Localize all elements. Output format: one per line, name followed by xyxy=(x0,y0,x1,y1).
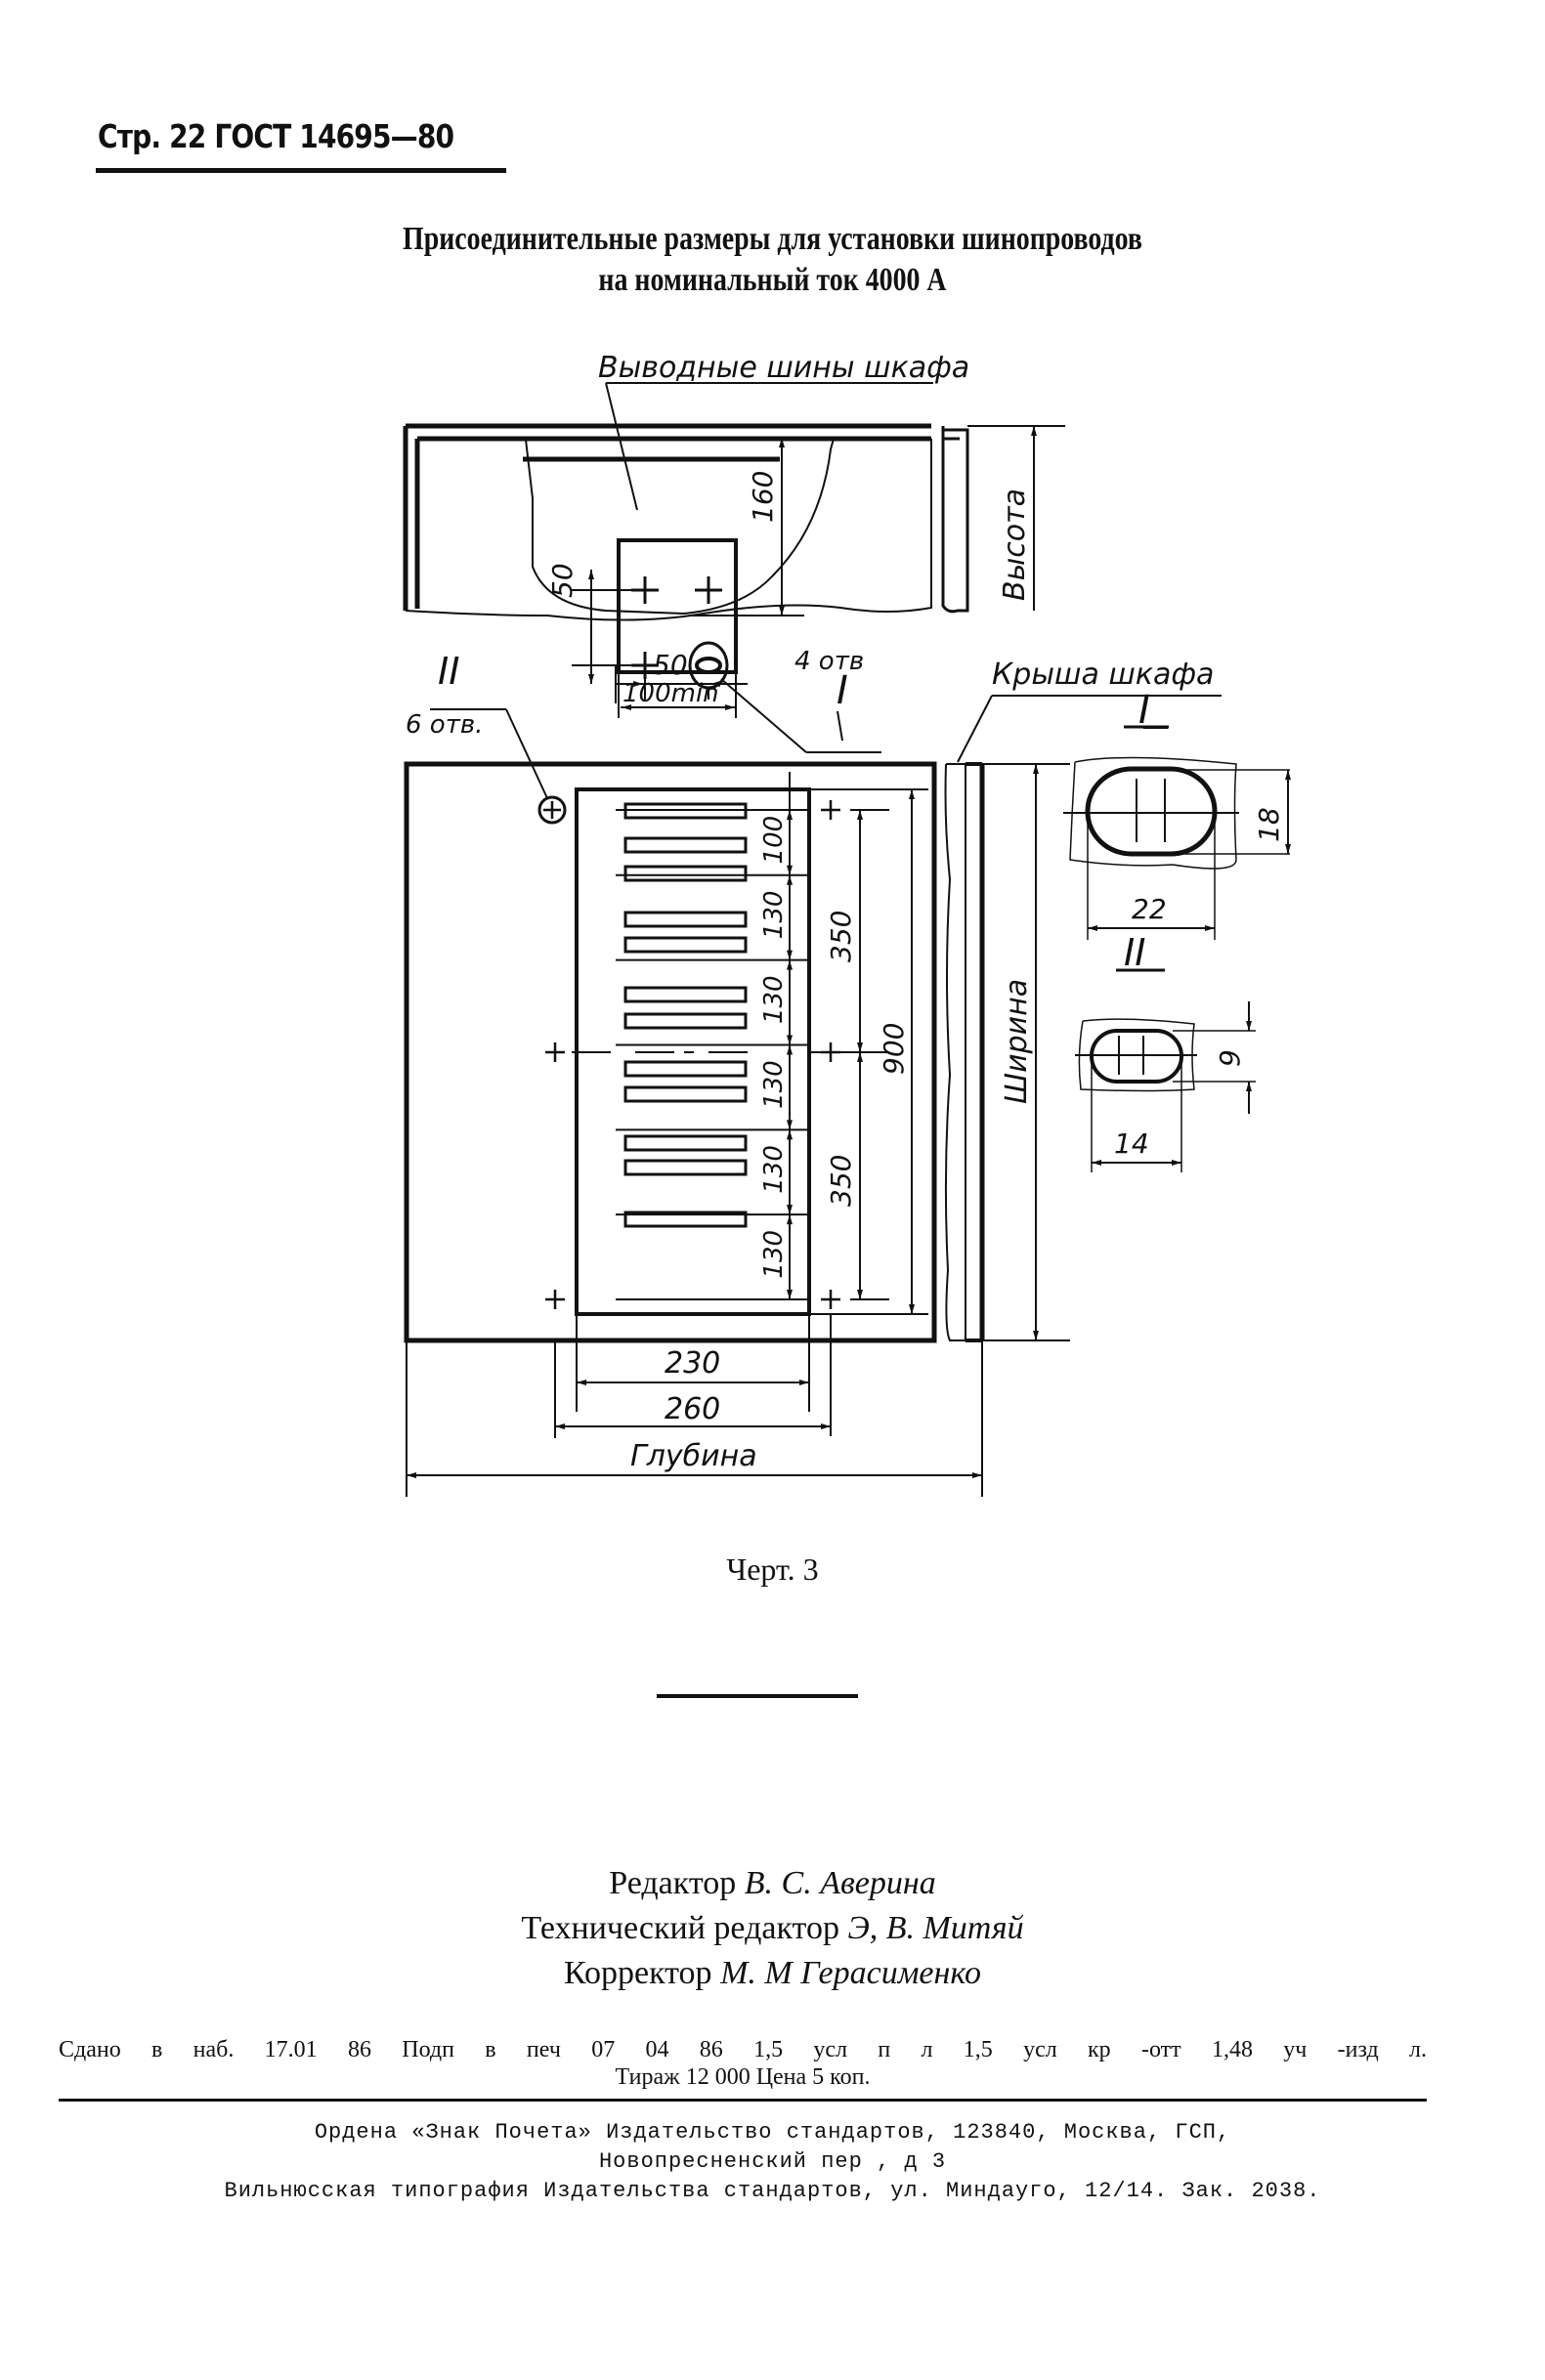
dim-detail-I-width: 22 xyxy=(1132,893,1167,925)
dim-depth-160: 160 xyxy=(747,471,779,523)
spacing-label: 130 xyxy=(759,1230,789,1279)
publisher-line-3: Вильнюсская типография Издательства стан… xyxy=(224,2179,1321,2203)
top-view xyxy=(403,382,1065,753)
label-detail-II: II xyxy=(1124,931,1145,974)
label-detail-I: I xyxy=(1138,688,1150,733)
header-rule xyxy=(96,168,506,173)
busbar-slot xyxy=(623,1085,748,1103)
label-view-II-top: II xyxy=(438,650,459,693)
dim-230: 230 xyxy=(665,1346,720,1381)
busbar-slot xyxy=(623,911,748,928)
label-width: Ширина xyxy=(1000,979,1034,1104)
busbar-slot xyxy=(623,1211,748,1228)
detail-I xyxy=(1063,725,1291,940)
credit-editor: Редактор В. С. Аверина xyxy=(609,1865,936,1901)
busbar-slot xyxy=(623,1012,748,1030)
label-depth: Глубина xyxy=(630,1439,757,1473)
busbar-slot xyxy=(623,865,748,882)
dim-min-width: 100min xyxy=(622,679,719,708)
dim-top-horizontal-pitch: 50 xyxy=(653,649,688,681)
busbar-slot xyxy=(623,1134,748,1152)
page-header: Стр. 22 ГОСТ 14695—80 xyxy=(98,117,454,155)
busbar-slots xyxy=(623,802,748,1228)
dim-260: 260 xyxy=(665,1392,720,1426)
dim-top-vertical-pitch: 50 xyxy=(546,563,579,598)
main-view xyxy=(404,695,1222,1497)
dim-350-lower: 350 xyxy=(825,1155,857,1207)
spacing-label: 130 xyxy=(759,975,789,1024)
publisher-info: Ордена «Знак Почета» Издательство станда… xyxy=(0,2118,1545,2206)
credits: Редактор В. С. Аверина Технический редак… xyxy=(0,1861,1545,1996)
label-height: Высота xyxy=(998,489,1032,601)
publisher-line-1: Ордена «Знак Почета» Издательство станда… xyxy=(314,2120,1231,2145)
title-line-2: на номинальный ток 4000 А xyxy=(598,262,947,298)
dim-detail-I-height: 18 xyxy=(1253,807,1285,842)
imprint-divider xyxy=(59,2099,1427,2102)
label-4-holes-text: 4 отв xyxy=(794,647,864,676)
dim-350-upper: 350 xyxy=(825,911,857,962)
title-line-1: Присоединительные размеры для установки … xyxy=(403,221,1142,257)
spacing-label: 130 xyxy=(759,891,789,940)
caption-divider xyxy=(657,1694,858,1698)
busbar-slot xyxy=(623,1159,748,1176)
spacing-label: 100 xyxy=(759,816,789,865)
dim-detail-II-height: 9 xyxy=(1214,1049,1246,1067)
credit-tech-editor: Технический редактор Э, В. Митяй xyxy=(521,1910,1024,1946)
spacing-label: 130 xyxy=(759,1060,789,1109)
credit-proofreader: Корректор М. М Герасименко xyxy=(564,1955,981,1991)
imprint-line-1: Сдано в наб. 17.01 86 Подп в печ 07 04 8… xyxy=(59,2037,1427,2062)
imprint-line-2: Тираж 12 000 Цена 5 коп. xyxy=(615,2064,871,2090)
label-view-I-top: I xyxy=(837,668,848,713)
label-6-holes: 6 отв. xyxy=(406,710,483,740)
dim-detail-II-width: 14 xyxy=(1114,1127,1149,1160)
detail-II xyxy=(1075,968,1256,1172)
publisher-line-2: Новопресненский пер , д 3 xyxy=(598,2149,947,2174)
spacing-label: 130 xyxy=(759,1145,789,1194)
busbar-slot xyxy=(623,836,748,854)
busbar-slot xyxy=(623,986,748,1003)
label-cabinet-roof: Крыша шкафа xyxy=(992,658,1214,692)
busbar-slot xyxy=(623,1060,748,1078)
busbar-slot xyxy=(623,936,748,954)
technical-drawing: Выводные шины шкафа 50 160 50 100min I 4… xyxy=(403,351,1291,1497)
label-output-buses: Выводные шины шкафа xyxy=(598,351,969,385)
dim-900: 900 xyxy=(878,1023,910,1075)
figure-caption: Черт. 3 xyxy=(726,1551,819,1587)
